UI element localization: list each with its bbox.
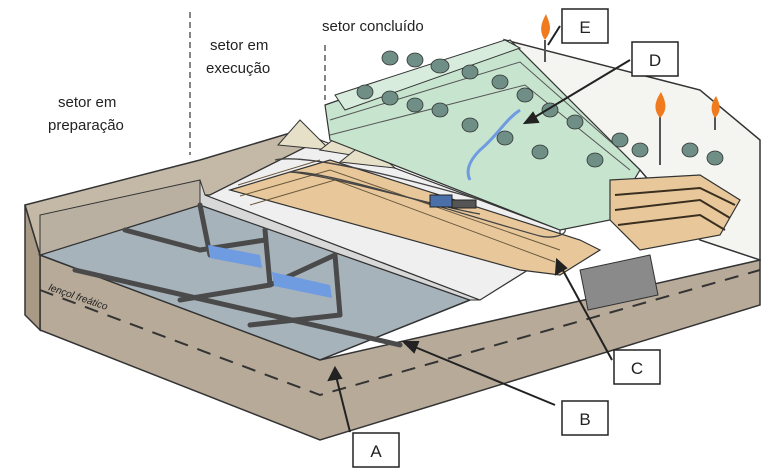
callout-leaders — [327, 25, 631, 433]
label-concluded: setor concluído — [322, 18, 424, 35]
runoff-stream — [466, 108, 521, 181]
svg-text:E: E — [579, 18, 590, 37]
leachate-pool-2 — [272, 272, 332, 298]
svg-text:C: C — [631, 359, 643, 378]
trees — [356, 50, 724, 168]
water-table-line — [39, 269, 761, 397]
leachate-pool-1 — [208, 245, 262, 268]
right-layer-block — [609, 174, 741, 251]
cell-right-slope — [199, 179, 481, 301]
right-layer-lines — [614, 186, 736, 231]
svg-text:B: B — [579, 410, 590, 429]
callout-C: C — [613, 349, 661, 385]
waste-pile-1 — [276, 119, 332, 151]
svg-text:A: A — [370, 442, 382, 461]
flame-icon — [541, 14, 551, 40]
access-road — [274, 158, 566, 238]
callout-D: D — [631, 41, 679, 77]
flame-icon — [655, 92, 666, 118]
callout-B: B — [561, 400, 609, 436]
label-execution-line2: execução — [206, 60, 270, 77]
callout-E: E — [561, 8, 609, 44]
svg-text:D: D — [649, 51, 661, 70]
gas-flames — [541, 14, 720, 118]
drainage-lines — [72, 202, 403, 348]
leachate-collector — [579, 254, 659, 311]
flame-icon — [711, 96, 720, 118]
label-execution-line1: setor em — [210, 37, 268, 54]
callout-A: A — [352, 432, 400, 468]
label-preparation-line2: preparação — [48, 117, 124, 134]
compactor-machine — [429, 194, 477, 209]
waste-layer-front — [227, 159, 602, 276]
concluded-terrace-line — [334, 39, 522, 111]
label-preparation-line1: setor em — [58, 94, 116, 111]
